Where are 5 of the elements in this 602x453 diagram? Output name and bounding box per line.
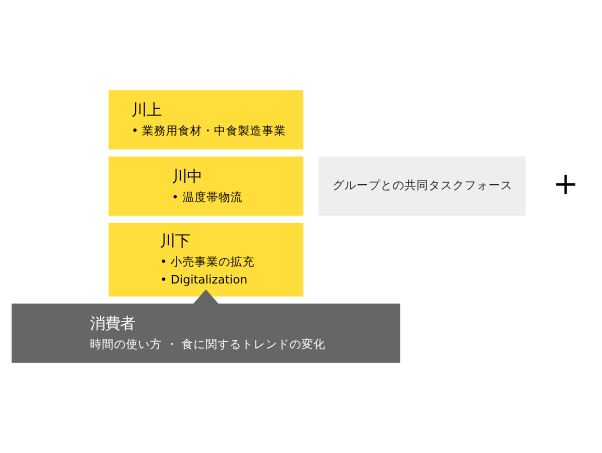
label: + [552,166,578,202]
node-box: 川上 • 業務用食材・中食製造事業 [108,90,304,150]
node-box: 川中 • 温度帯物流 [108,156,304,216]
node-box: 消費者 時間の使い方 ・ 食に関するトレンドの変化 [12,304,400,363]
node-box: 川下 • 小売事業の拡充 • Digitalization [108,222,304,296]
